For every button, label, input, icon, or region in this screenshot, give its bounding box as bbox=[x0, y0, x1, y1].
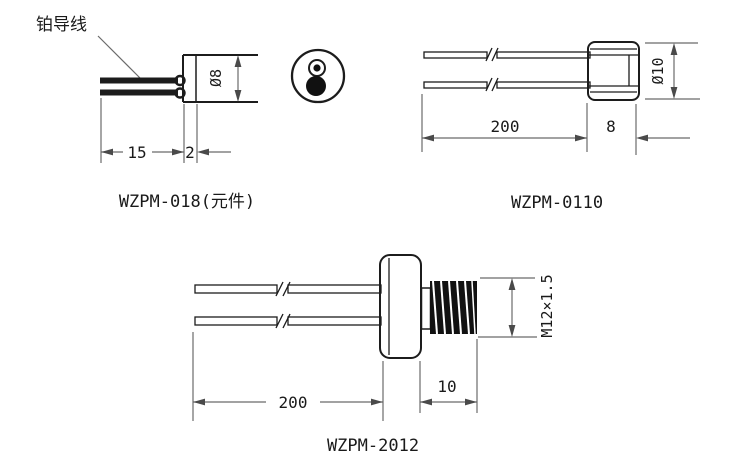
hex-nut-body bbox=[379, 254, 422, 359]
lead-wires bbox=[194, 281, 382, 329]
figure-wzpm-018: 铂导线 Ø8 bbox=[36, 15, 346, 212]
callout-leader-line bbox=[97, 35, 141, 79]
figure-wzpm-2012: M12×1.5 200 10 WZPM-2012 bbox=[192, 254, 556, 456]
dimension-collar-2: 2 bbox=[185, 143, 231, 162]
dimension-wire-200: 200 bbox=[421, 94, 588, 152]
dimension-thread-10: 10 bbox=[419, 339, 478, 413]
figure-caption-wzpm-0110: WZPM-0110 bbox=[511, 193, 603, 213]
figure-caption-wzpm-2012: WZPM-2012 bbox=[327, 436, 419, 456]
dimension-thread-spec: M12×1.5 bbox=[478, 274, 556, 338]
dimension-body-8: 8 bbox=[606, 104, 690, 155]
dim-thread-spec-label: M12×1.5 bbox=[538, 274, 556, 337]
dim-wire-length-label: 15 bbox=[127, 143, 146, 162]
lead-wires bbox=[423, 47, 591, 92]
element-body bbox=[182, 54, 258, 103]
dimension-diameter-10: Ø10 bbox=[645, 42, 700, 100]
sensor-cap-body bbox=[587, 41, 640, 101]
platinum-lead-label: 铂导线 bbox=[36, 15, 87, 35]
dim-wire-length-label: 200 bbox=[491, 117, 520, 136]
figure-wzpm-0110: Ø10 200 8 WZPM-0110 bbox=[421, 41, 700, 213]
figure-caption-wzpm-018: WZPM-018(元件) bbox=[119, 192, 255, 212]
dim-diameter-label: Ø8 bbox=[207, 69, 225, 87]
element-end-view bbox=[290, 48, 346, 104]
dimension-wire-15: 15 bbox=[100, 98, 198, 163]
dimension-diameter-8: Ø8 bbox=[207, 55, 242, 102]
dim-wire-length-label: 200 bbox=[279, 393, 308, 412]
dim-diameter-label: Ø10 bbox=[649, 57, 667, 84]
dim-collar-label: 2 bbox=[185, 143, 195, 162]
dim-body-length-label: 8 bbox=[606, 117, 616, 136]
dim-thread-length-label: 10 bbox=[437, 377, 456, 396]
lead-wires bbox=[100, 74, 186, 99]
dimension-wire-200: 200 bbox=[192, 332, 384, 421]
threaded-section bbox=[420, 280, 477, 335]
